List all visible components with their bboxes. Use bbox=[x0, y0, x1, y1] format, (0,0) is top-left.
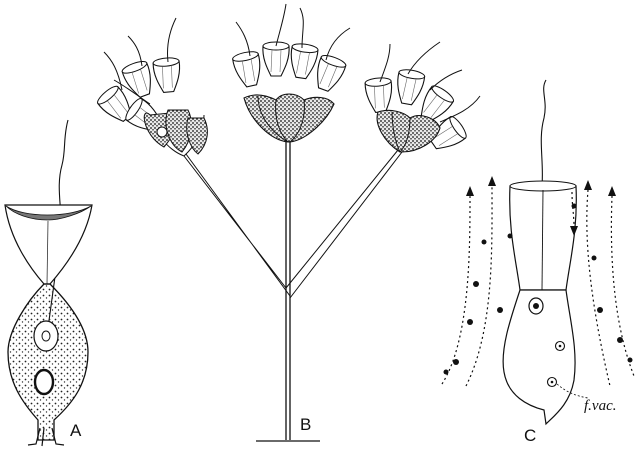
panel-c-feeding-currents: f.vac. C bbox=[442, 80, 634, 445]
label-food-vacuole: f.vac. bbox=[584, 398, 616, 414]
branch-right bbox=[286, 150, 402, 298]
vacuole-a bbox=[35, 370, 53, 394]
branch-left bbox=[184, 154, 290, 296]
cluster-left bbox=[95, 18, 207, 156]
label-a: A bbox=[70, 421, 82, 440]
label-c: C bbox=[524, 426, 536, 445]
colony-stalk bbox=[256, 140, 320, 441]
label-b: B bbox=[300, 415, 311, 434]
cluster-right bbox=[365, 42, 480, 155]
cell-body-a bbox=[8, 284, 88, 440]
panel-a-choanoflagellate: A bbox=[5, 120, 92, 446]
cluster-center bbox=[232, 4, 350, 142]
panel-b-colony: B bbox=[95, 4, 480, 441]
flagellum-c bbox=[541, 80, 546, 186]
